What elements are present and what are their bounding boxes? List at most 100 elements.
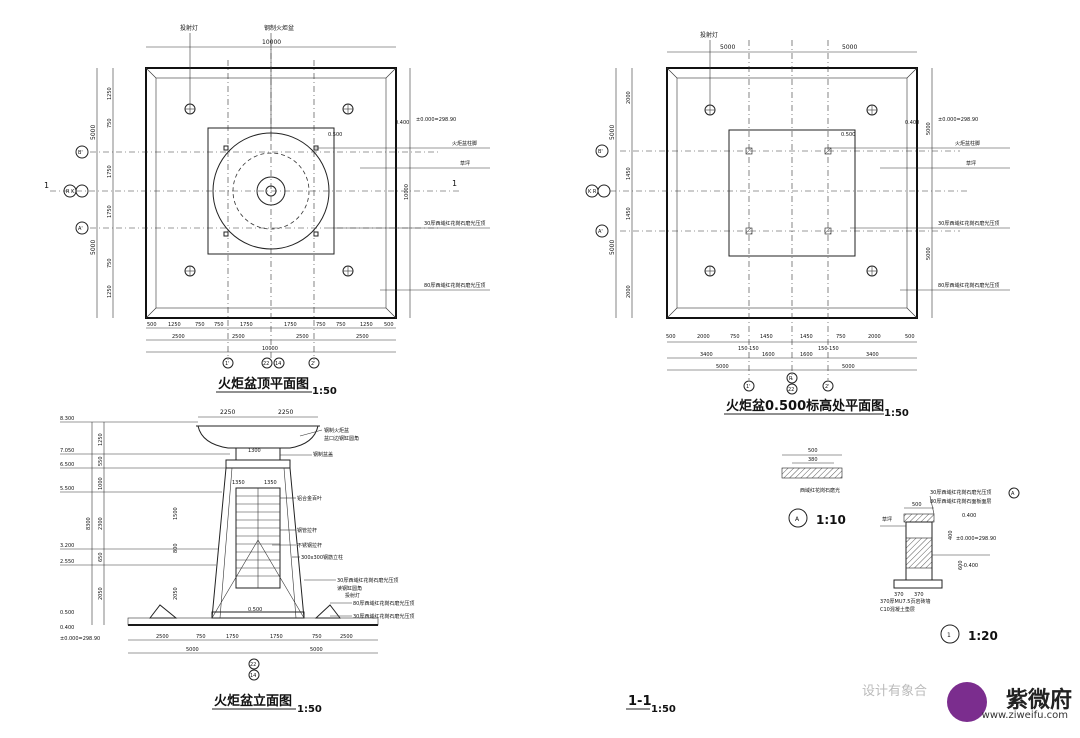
svg-text:1750: 1750: [226, 634, 239, 640]
svg-text:1300: 1300: [248, 448, 261, 454]
svg-text:750: 750: [730, 334, 740, 340]
svg-text:150 150: 150 150: [818, 346, 839, 352]
svg-text:2250: 2250: [278, 409, 293, 416]
svg-text:380: 380: [808, 457, 818, 463]
svg-text:2250: 2250: [220, 409, 235, 416]
svg-text:2000: 2000: [626, 285, 632, 298]
svg-text:2500: 2500: [172, 334, 185, 340]
svg-text:1450: 1450: [800, 334, 813, 340]
svg-text:1450: 1450: [626, 207, 632, 220]
svg-text:750: 750: [195, 322, 205, 328]
svg-text:2000: 2000: [697, 334, 710, 340]
svg-text:火炬盆柱脚: 火炬盆柱脚: [955, 140, 980, 147]
svg-text:750: 750: [107, 118, 113, 128]
torch-bowl: [197, 425, 319, 449]
svg-text:2500: 2500: [356, 334, 369, 340]
svg-text:7.050: 7.050: [60, 448, 74, 454]
svg-text:500: 500: [147, 322, 157, 328]
svg-text:1600: 1600: [800, 352, 813, 358]
svg-text:0.500: 0.500: [248, 607, 262, 613]
plan-top-left-dim-2: 5000: [90, 240, 97, 255]
svg-text:5.500: 5.500: [60, 486, 74, 492]
plan-mid-scale: 1:50: [884, 408, 909, 419]
brand-url: www.ziweifu.com: [981, 710, 1068, 721]
svg-text:2': 2': [311, 361, 316, 367]
svg-text:1250: 1250: [168, 322, 181, 328]
svg-text:2': 2': [825, 384, 830, 390]
svg-text:1250: 1250: [107, 285, 113, 298]
elevation: 2250 2250 8.300 7.050 6.500 5.500 3.200 …: [60, 409, 414, 715]
svg-text:1750: 1750: [107, 165, 113, 178]
svg-text:读钢缸圆角: 读钢缸圆角: [337, 585, 362, 592]
svg-text:22: 22: [250, 662, 256, 668]
svg-text:22: 22: [788, 387, 794, 393]
svg-text:5000: 5000: [926, 122, 932, 135]
svg-text:1250: 1250: [360, 322, 373, 328]
svg-text:0.500: 0.500: [841, 132, 855, 138]
svg-text:10000: 10000: [262, 346, 278, 352]
svg-text:500: 500: [384, 322, 394, 328]
svg-text:1': 1': [225, 361, 230, 367]
spotlight-icon: [184, 103, 354, 277]
plan-mid-title: 火炬盆0.500标高处平面图: [726, 398, 884, 414]
svg-text:草坪: 草坪: [882, 516, 892, 523]
svg-text:500: 500: [912, 502, 922, 508]
svg-text:30厚西域红花岗石磨光压顶: 30厚西域红花岗石磨光压顶: [337, 577, 398, 584]
svg-text:2050: 2050: [173, 587, 179, 600]
svg-text:±0.000=298.90: ±0.000=298.90: [956, 536, 996, 542]
svg-text:80厚西域红花岗石磨光压顶: 80厚西域红花岗石磨光压顶: [353, 600, 414, 607]
brand-logo-icon: [947, 682, 987, 722]
svg-text:650: 650: [98, 552, 104, 562]
svg-text:370: 370: [914, 592, 924, 598]
svg-text:B': B': [598, 149, 603, 155]
plan-mid-center-square: [728, 129, 856, 257]
svg-text:8.300: 8.300: [60, 416, 74, 422]
detail-a-bubble: [788, 508, 808, 528]
svg-text:-0.400: -0.400: [962, 563, 978, 569]
svg-text:不锈钢拉杆: 不锈钢拉杆: [297, 542, 322, 549]
svg-text:2.550: 2.550: [60, 559, 74, 565]
svg-text:750: 750: [316, 322, 326, 328]
svg-text:1350: 1350: [232, 480, 245, 486]
svg-text:6.500: 6.500: [60, 462, 74, 468]
svg-text:2500: 2500: [156, 634, 169, 640]
spotlight-icon: [704, 104, 878, 277]
svg-text:0.500: 0.500: [60, 610, 74, 616]
svg-text:A': A': [598, 229, 603, 235]
svg-text:2000: 2000: [868, 334, 881, 340]
detail-1-scale: 1:20: [968, 629, 998, 643]
svg-text:1250: 1250: [107, 87, 113, 100]
svg-text:5000: 5000: [609, 240, 616, 255]
svg-text:80厚西域红花岗石磨光压顶: 80厚西域红花岗石磨光压顶: [938, 282, 999, 289]
detail-a-stone: [781, 467, 843, 479]
svg-text:8300: 8300: [86, 517, 92, 530]
svg-text:1500: 1500: [173, 507, 179, 520]
svg-text:±0.000=298.90: ±0.000=298.90: [60, 636, 100, 642]
svg-text:500: 500: [808, 448, 818, 454]
plan-mid: 5000 5000 投射灯 5000 5000 2000 1450 1450 2…: [585, 31, 1010, 419]
svg-text:0.400: 0.400: [395, 120, 409, 126]
section-mark-left: 1: [44, 181, 49, 190]
svg-text:3.200: 3.200: [60, 543, 74, 549]
plan-top-left-dim-1: 5000: [90, 125, 97, 140]
svg-text:5000: 5000: [186, 647, 199, 653]
plan-top-label-light: 投射灯: [180, 24, 198, 32]
svg-text:1000: 1000: [98, 477, 104, 490]
svg-text:钢制盆盖: 钢制盆盖: [313, 451, 333, 458]
svg-text:2000: 2000: [626, 91, 632, 104]
svg-text:1750: 1750: [284, 322, 297, 328]
svg-text:370厚MU7.5页岩砖墙: 370厚MU7.5页岩砖墙: [880, 598, 930, 605]
svg-text:1750: 1750: [240, 322, 253, 328]
svg-text:A': A': [78, 226, 83, 232]
svg-text:0.400: 0.400: [962, 513, 976, 519]
svg-text:30厚西域红花岗石磨光压顶: 30厚西域红花岗石磨光压顶: [353, 613, 414, 620]
svg-text:2500: 2500: [232, 334, 245, 340]
svg-text:1450: 1450: [760, 334, 773, 340]
section-mark-right: 1: [452, 179, 457, 188]
svg-text:600: 600: [958, 560, 964, 570]
svg-text:550: 550: [98, 456, 104, 466]
svg-text:2500: 2500: [296, 334, 309, 340]
section-title: 1-1: [628, 694, 652, 709]
svg-text:5000: 5000: [842, 364, 855, 370]
